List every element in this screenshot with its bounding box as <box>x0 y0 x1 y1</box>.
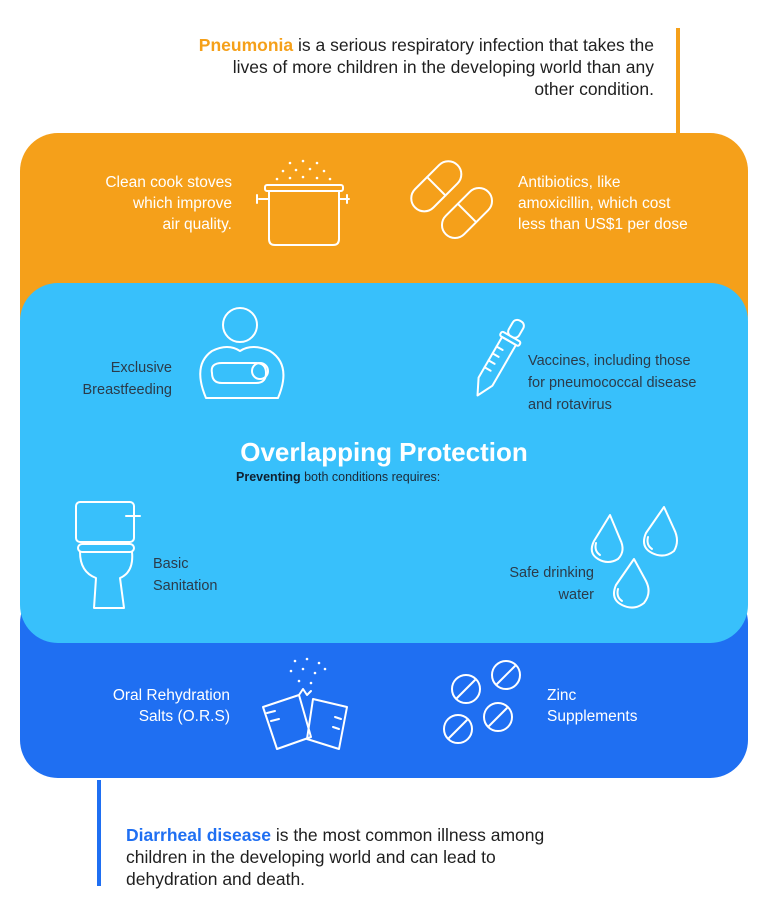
pneumonia-text: is a serious respiratory infection that … <box>232 35 654 99</box>
ors-packet-icon <box>262 657 348 750</box>
zinc-line: Supplements <box>547 708 638 725</box>
antibiotics-line: Antibiotics, like <box>518 174 621 191</box>
mother-baby-icon <box>199 307 285 399</box>
pneumonia-highlight: Pneumonia <box>198 35 294 55</box>
breastfeeding-line: Breastfeeding <box>82 382 172 398</box>
antibiotics-line: less than US$1 per dose <box>518 216 688 233</box>
overlap-panel <box>20 283 748 643</box>
vaccines-line: Vaccines, including those <box>528 353 691 369</box>
sanitation-label: Basic Sanitation <box>153 553 273 597</box>
overlap-title: Overlapping Protection <box>240 437 528 467</box>
cook-stoves-line: Clean cook stoves <box>105 174 232 191</box>
antibiotics-line: amoxicillin, which cost <box>518 195 671 212</box>
water-line: Safe drinking <box>509 565 594 581</box>
subtitle-rest: both conditions requires: <box>300 470 441 484</box>
diarrhea-highlight: Diarrheal disease <box>126 825 271 845</box>
diarrhea-description: Diarrheal disease is the most common ill… <box>126 824 566 890</box>
ors-line: Oral Rehydration <box>112 687 230 704</box>
dropper-icon <box>476 318 525 397</box>
toilet-icon <box>75 501 141 609</box>
pills-icon <box>410 160 494 240</box>
antibiotics-label: Antibiotics, like amoxicillin, which cos… <box>518 172 738 235</box>
cook-stoves-line: which improve <box>132 195 232 212</box>
zinc-line: Zinc <box>547 687 577 704</box>
vaccines-label: Vaccines, including those for pneumococc… <box>528 350 748 416</box>
overlap-subtitle: Preventing both conditions requires: <box>236 470 440 484</box>
sanitation-line: Sanitation <box>153 578 218 594</box>
breastfeeding-label: Exclusive Breastfeeding <box>48 357 172 401</box>
zinc-label: Zinc Supplements <box>547 685 687 727</box>
pot-icon <box>256 159 350 246</box>
diarrhea-accent-line <box>97 780 101 886</box>
cook-stoves-line: air quality. <box>162 216 233 233</box>
subtitle-bold: Preventing <box>236 470 301 484</box>
pneumonia-description: Pneumonia is a serious respiratory infec… <box>194 34 654 100</box>
sanitation-line: Basic <box>153 556 189 572</box>
zinc-tablets-icon <box>443 660 521 744</box>
breastfeeding-line: Exclusive <box>110 360 172 376</box>
vaccines-line: for pneumococcal disease <box>528 375 697 391</box>
vaccines-line: and rotavirus <box>528 397 612 413</box>
cook-stoves-label: Clean cook stoves which improve air qual… <box>60 172 232 235</box>
water-line: water <box>558 587 594 603</box>
water-label: Safe drinking water <box>470 562 594 606</box>
ors-label: Oral Rehydration Salts (O.R.S) <box>60 685 230 727</box>
ors-line: Salts (O.R.S) <box>138 708 230 725</box>
drops-icon <box>590 506 678 609</box>
diarrhea-text: is the most common illness among childre… <box>126 825 545 889</box>
pneumonia-accent-line <box>676 28 680 136</box>
